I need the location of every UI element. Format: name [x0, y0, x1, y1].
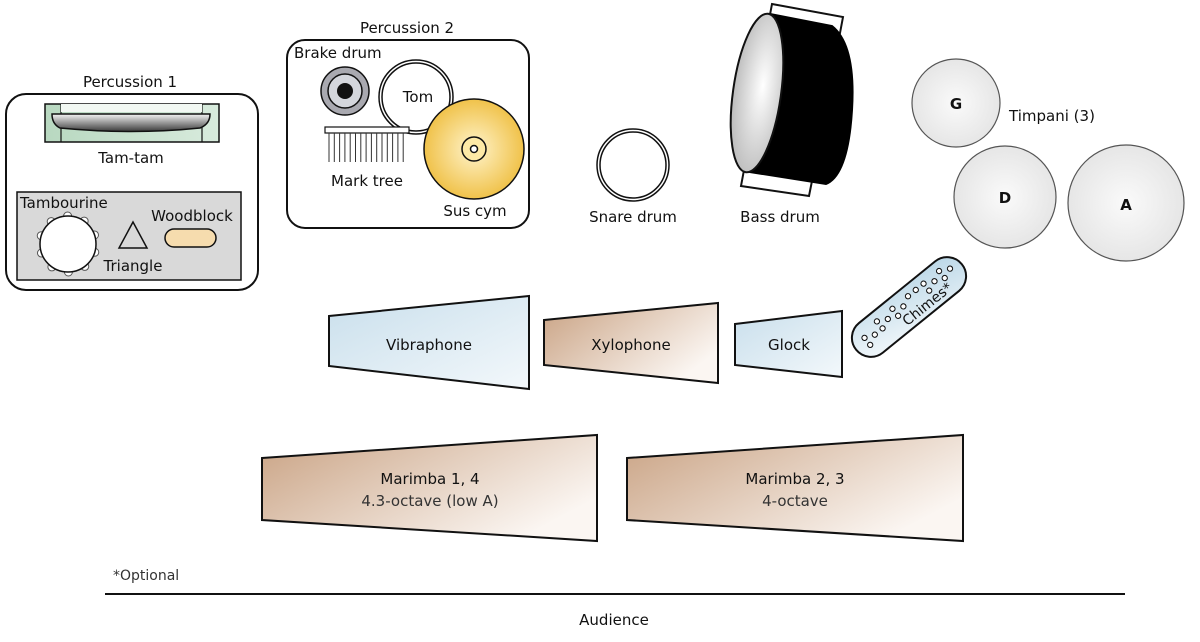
timpani-d-icon: [953, 145, 1057, 249]
mark-tree-icon: [324, 126, 410, 162]
tambourine-icon: [36, 211, 100, 277]
optional-footnote: *Optional: [113, 568, 179, 584]
chime-tube: [946, 265, 954, 272]
woodblock-label: Woodblock: [151, 207, 233, 225]
percussion-2-label: Percussion 2: [360, 19, 454, 37]
tamtam-label: Tam-tam: [97, 149, 164, 167]
marimba-2-3-icon: [626, 433, 964, 543]
chime-tube: [904, 293, 912, 300]
suspended-cymbal-icon: [423, 98, 525, 200]
bass-drum-icon: [729, 2, 854, 198]
tambourine-head: [39, 215, 97, 273]
chime-tube: [935, 267, 943, 275]
xylophone-label: Xylophone: [591, 336, 670, 354]
tambourine-label: Tambourine: [19, 194, 108, 212]
marimba-1-4-name: Marimba 1, 4: [380, 470, 479, 488]
snare-drum-icon: [596, 128, 670, 202]
chime-tube: [941, 274, 948, 282]
percussion-2-group: Percussion 2 Brake drum Tom Mark tree Su…: [286, 19, 530, 229]
sus-cym-label: Sus cym: [443, 202, 506, 220]
chime-tube: [867, 341, 874, 349]
marimba-2-3-range: 4-octave: [762, 492, 828, 510]
chime-tube: [873, 318, 881, 325]
tom-icon: [378, 59, 454, 135]
audience-label: Audience: [579, 611, 649, 629]
marimba-1-4-icon: [261, 433, 598, 543]
chime-tube: [884, 315, 891, 323]
timpani-a-icon: [1067, 144, 1185, 262]
chime-tube: [920, 280, 927, 287]
chimes-icon: Chimes*: [850, 256, 968, 358]
timpani-label: Timpani (3): [1008, 107, 1095, 125]
timpani-d-pitch: D: [999, 189, 1011, 207]
triangle-icon: [117, 220, 149, 249]
tom-label: Tom: [402, 88, 433, 106]
percussion-1-group: Percussion 1 Tam-tam Tambourine Triangle…: [5, 73, 259, 291]
mark-tree-bar: [324, 126, 410, 134]
bass-drum-label: Bass drum: [740, 208, 820, 226]
chime-tube: [871, 331, 878, 338]
brake-drum-icon: [320, 66, 370, 116]
snare-drum-label: Snare drum: [589, 208, 677, 226]
chime-tube: [889, 305, 896, 312]
brake-drum-label: Brake drum: [294, 44, 382, 62]
marimba-1-4-range: 4.3-octave (low A): [361, 492, 498, 510]
marimba-2-3-name: Marimba 2, 3: [745, 470, 844, 488]
chime-tube: [900, 303, 907, 310]
glock-label: Glock: [768, 336, 810, 354]
timpani-a-pitch: A: [1120, 196, 1132, 214]
mark-tree-label: Mark tree: [331, 172, 403, 190]
chime-tube: [931, 278, 938, 285]
chime-tube: [894, 312, 902, 319]
xylophone-icon: [543, 301, 719, 385]
vibraphone-icon: [328, 294, 530, 391]
timpani-group: G Timpani (3) D A: [911, 58, 1185, 262]
glockenspiel-icon: [734, 309, 843, 379]
vibraphone-label: Vibraphone: [386, 336, 472, 354]
timpani-g-icon: [911, 58, 1001, 148]
chime-tube: [879, 325, 886, 332]
chime-tube: [926, 287, 933, 294]
woodblock-icon: [164, 228, 217, 248]
chime-tube: [912, 286, 919, 294]
chime-tube: [861, 334, 868, 342]
tamtam-icon: [44, 103, 220, 143]
percussion-1-label: Percussion 1: [83, 73, 177, 91]
triangle-label: Triangle: [103, 257, 163, 275]
timpani-g-pitch: G: [950, 95, 962, 113]
